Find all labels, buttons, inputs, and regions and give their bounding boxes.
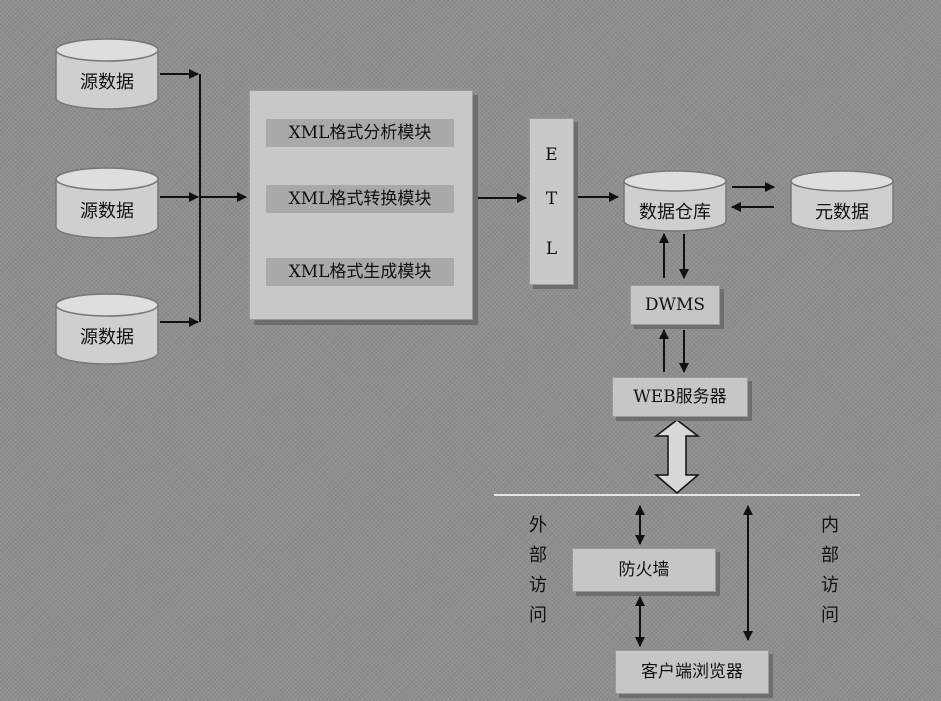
external-access-char: 问 [529,605,547,626]
external-access-label: 外 部 访 问 [526,511,550,631]
source-data-cylinder-1: 源数据 [55,38,159,110]
internal-access-char: 部 [821,545,839,566]
metadata-cylinder: 元数据 [790,170,894,232]
etl-letter-e: E [545,145,558,165]
etl-letter-t: T [545,189,558,209]
double-arrow-web-to-network [653,419,701,494]
source-data-label: 源数据 [80,201,134,222]
internal-access-label: 内 部 访 问 [818,511,842,631]
data-warehouse-cylinder: 数据仓库 [623,170,727,232]
source-data-cylinder-2: 源数据 [55,167,159,239]
xml-generation-module: XML格式生成模块 [266,258,454,286]
internal-access-char: 内 [821,515,839,536]
etl-letter-l: L [545,239,558,259]
dwms-box: DWMS [630,285,720,325]
source-data-label: 源数据 [80,327,134,348]
xml-conversion-module: XML格式转换模块 [266,185,454,213]
source-data-cylinder-3: 源数据 [55,293,159,365]
data-warehouse-label: 数据仓库 [639,202,711,223]
etl-box: E T L [529,118,574,285]
source-data-label: 源数据 [80,72,134,93]
internal-access-char: 问 [821,605,839,626]
internal-access-char: 访 [821,575,839,596]
client-browser-box: 客户端浏览器 [615,650,769,694]
external-access-char: 外 [529,515,547,536]
web-server-box: WEB服务器 [612,377,748,417]
xml-analysis-module: XML格式分析模块 [266,119,454,147]
external-access-char: 部 [529,545,547,566]
metadata-label: 元数据 [815,202,869,223]
external-access-char: 访 [529,575,547,596]
firewall-box: 防火墙 [572,548,716,592]
